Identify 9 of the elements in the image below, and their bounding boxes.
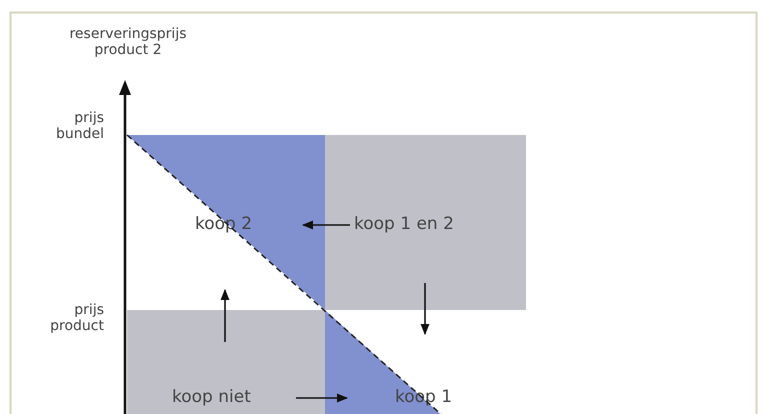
- region-label: koop 1 en 2: [354, 216, 454, 233]
- arrow: [420, 283, 430, 336]
- axis-title: reserveringsprijs product 2: [68, 26, 188, 58]
- arrow: [296, 394, 348, 402]
- tick-label: prijs bundel: [54, 110, 104, 142]
- region-label: koop niet: [172, 389, 251, 406]
- tick-label: prijs product: [49, 302, 104, 334]
- arrow: [220, 288, 230, 342]
- arrow: [302, 220, 350, 230]
